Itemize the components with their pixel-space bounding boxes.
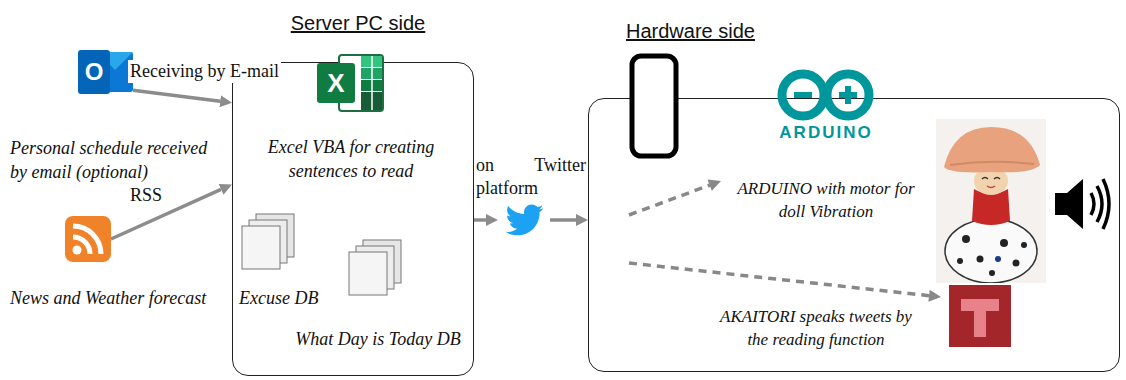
edge-label: RSS	[128, 184, 164, 207]
source-caption: Personal schedule received by email (opt…	[10, 136, 220, 185]
text-slot: What Day is Today DB	[288, 327, 468, 351]
text-slot: Hardware side	[626, 19, 796, 43]
text-slot: Excuse DB	[239, 286, 329, 310]
text-slot: Receiving by E-mail	[128, 60, 281, 83]
text-slot: O	[78, 50, 110, 94]
arduino-logo	[768, 67, 883, 123]
flow-arrow	[550, 218, 576, 222]
phone-outline	[629, 53, 679, 159]
rss-icon	[65, 216, 111, 262]
database-caption: What Day is Today DB	[288, 327, 468, 351]
device-caption: AKAITORI speaks tweets by the reading fu…	[716, 305, 916, 351]
flow-arrow	[133, 90, 220, 101]
device-box: AKAITORI speaks tweets by the reading fu…	[696, 285, 1016, 355]
platform-caption: on Twitter platform	[476, 154, 586, 199]
text-slot: Personal schedule received by email (opt…	[10, 136, 220, 185]
text-slot: ARDUINO with motor for doll Vibration	[726, 177, 926, 223]
flow-arrow	[474, 218, 486, 222]
excel-icon	[317, 51, 385, 115]
text-slot: on Twitter platform	[476, 154, 586, 199]
text-slot: RSS	[128, 184, 164, 207]
device-caption: ARDUINO with motor for doll Vibration	[726, 177, 926, 223]
database: What Day is Today DB	[288, 239, 470, 355]
speaker-symbol	[1051, 171, 1111, 237]
source-icon: News and Weather forecast	[65, 216, 111, 262]
group-heading: Hardware side	[626, 19, 796, 43]
doll-photo	[936, 119, 1046, 283]
text-slot: ARDUINO	[746, 123, 906, 143]
akaitori-icon	[949, 285, 1011, 347]
database-caption: Excuse DB	[239, 286, 329, 310]
process-box: X Excel VBA for creating sentences to rea…	[263, 51, 441, 188]
text-slot: X	[317, 63, 355, 103]
icon-letter: O	[78, 50, 110, 94]
text-slot: AKAITORI speaks tweets by the reading fu…	[716, 305, 916, 351]
source-icon: OPersonal schedule received by email (op…	[78, 46, 133, 98]
process-caption: Excel VBA for creating sentences to read	[263, 135, 439, 184]
platform-icon: on Twitter platform	[498, 200, 550, 240]
icon-letter: X	[317, 63, 355, 103]
source-caption: News and Weather forecast	[10, 286, 250, 310]
database-stack	[241, 213, 295, 271]
edge-label: Receiving by E-mail	[128, 60, 281, 83]
twitter-bird	[498, 200, 550, 240]
server-group: Server PC sideXExcel VBA for creating se…	[232, 62, 474, 376]
hardware-group: Hardware sideARDUINOARDUINO with motor f…	[588, 98, 1120, 372]
text-slot: News and Weather forecast	[10, 286, 250, 310]
logo-text: ARDUINO	[746, 123, 906, 143]
text-slot: Excel VBA for creating sentences to read	[263, 135, 439, 184]
group-heading: Server PC side	[273, 11, 443, 35]
database-stack	[348, 239, 402, 297]
database: Excuse DB	[239, 213, 331, 314]
device-box: ARDUINO ARDUINO with motor for doll Vibra…	[726, 67, 928, 227]
text-slot: Server PC side	[273, 11, 443, 35]
